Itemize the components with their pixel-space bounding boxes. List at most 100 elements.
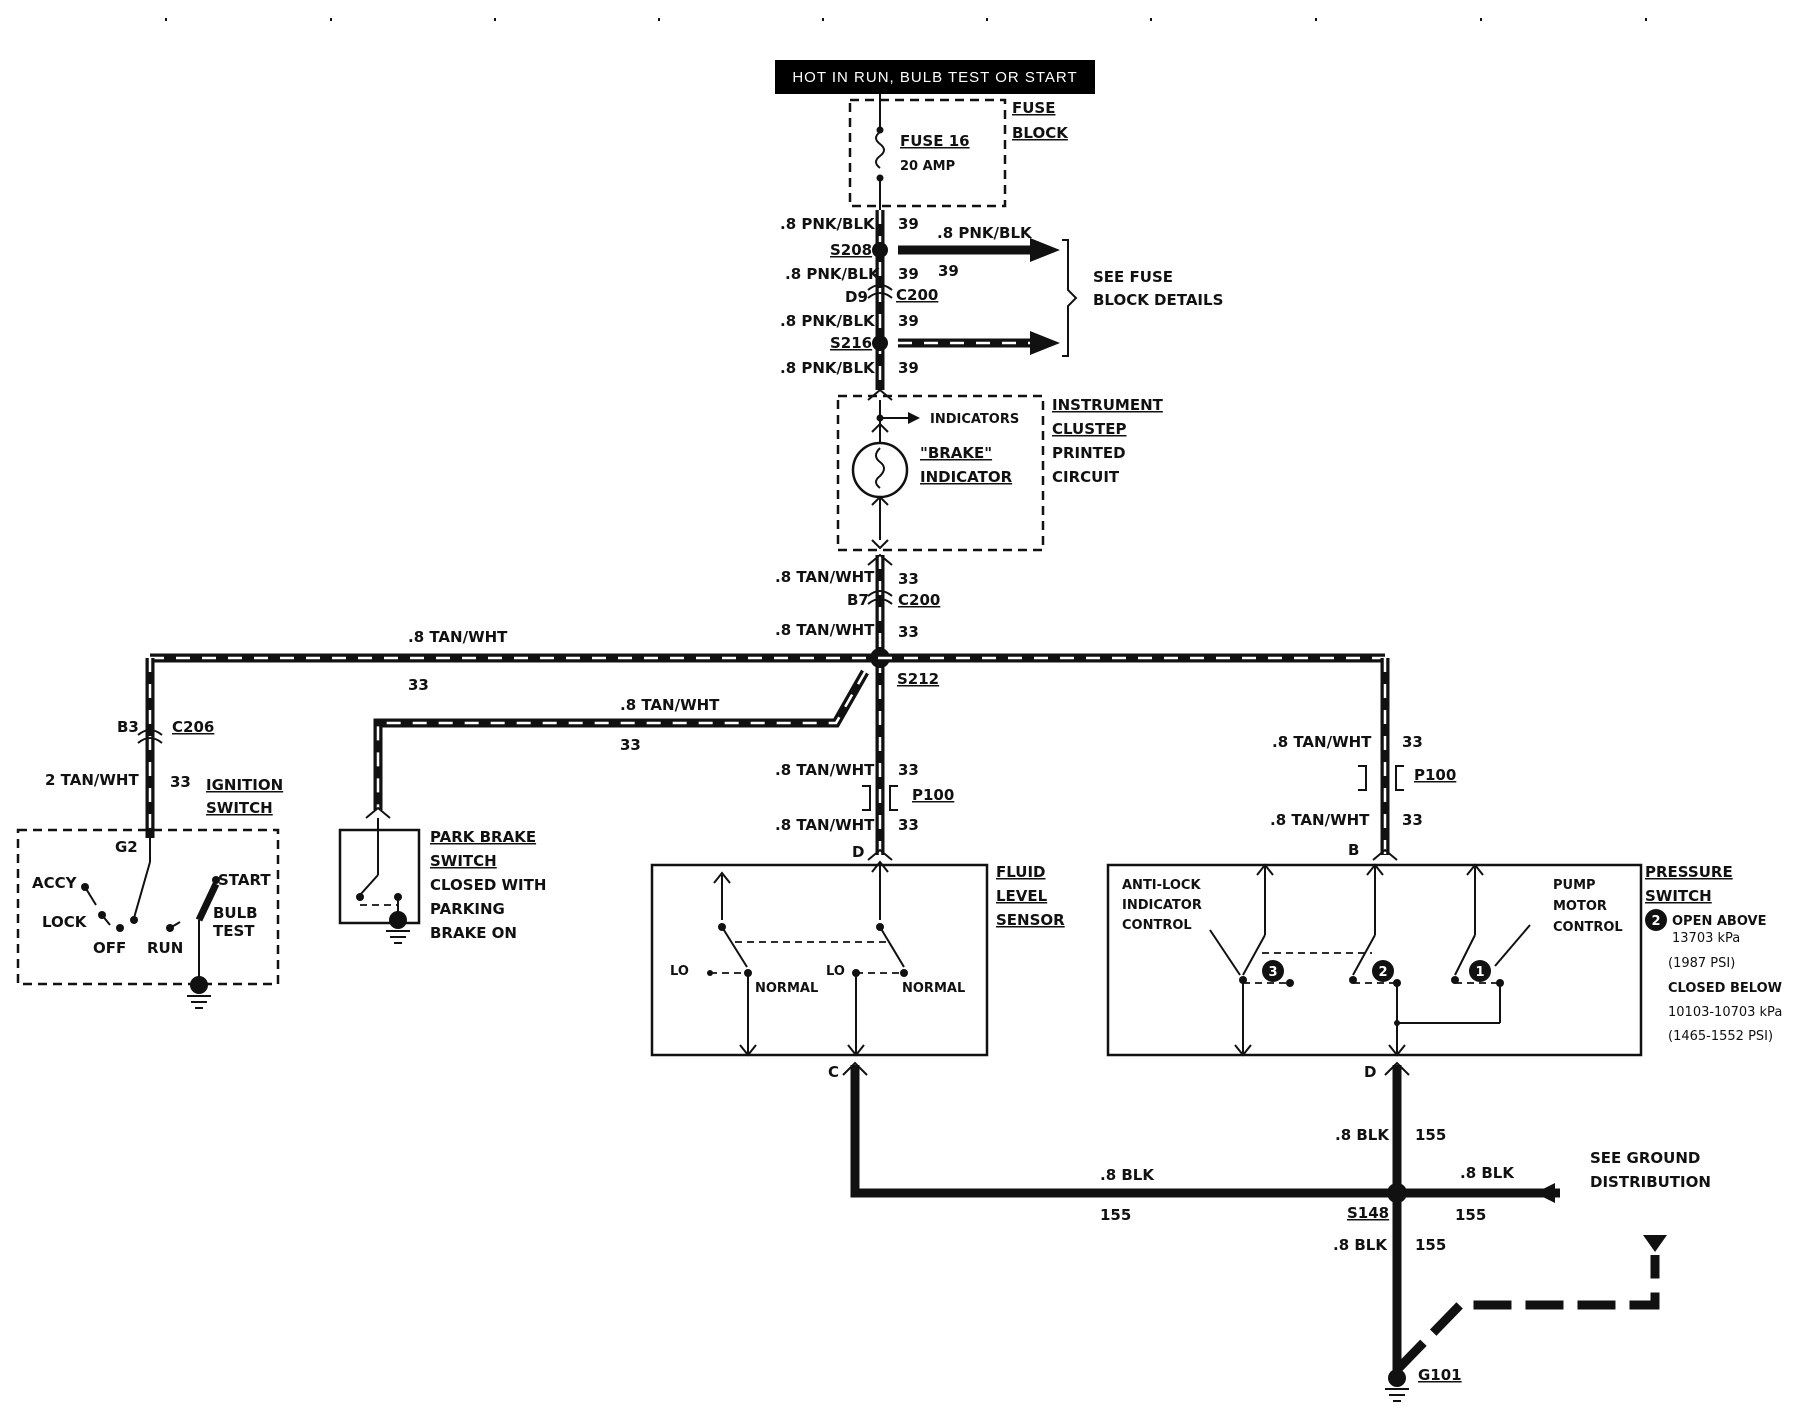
pump-pointer xyxy=(1494,924,1531,967)
antilock-label-2: INDICATOR xyxy=(1122,898,1202,913)
power-banner-text: HOT IN RUN, BULB TEST OR START xyxy=(792,69,1077,86)
test-label: TEST xyxy=(213,922,255,940)
see-fuse-line2: BLOCK DETAILS xyxy=(1093,291,1223,309)
splice-s148-label: S148 xyxy=(1347,1204,1389,1222)
pump-label-2: MOTOR xyxy=(1553,899,1607,914)
pump-label-1: PUMP xyxy=(1553,878,1596,893)
tan-circuit-label-1: 33 xyxy=(898,570,919,588)
pressure-marker-1 xyxy=(1469,960,1491,982)
brake-indicator-line2: INDICATOR xyxy=(920,468,1013,486)
splice-s208-dot xyxy=(872,242,888,258)
fluid-pin-c: C xyxy=(828,1063,839,1081)
ignition-switch: IGNITION SWITCH G2 ACCY LOCK OFF RUN STA… xyxy=(16,776,283,1009)
blk-circuit-label-2: 155 xyxy=(1100,1206,1131,1224)
off-label: OFF xyxy=(93,939,126,957)
splice-s216-label: S216 xyxy=(830,334,872,352)
pressure-marker-2 xyxy=(1372,960,1394,982)
tan-wire-label-2: .8 TAN/WHT xyxy=(775,621,875,639)
tan-wire-label-3: .8 TAN/WHT xyxy=(775,761,875,779)
pressure-note-3: (1987 PSI) xyxy=(1668,956,1735,971)
splice-s216-dot xyxy=(872,335,888,351)
fuse-block-title-2: BLOCK xyxy=(1012,124,1069,142)
instrument-cluster: INDICATORS "BRAKE" INDICATOR INSTRUMENT … xyxy=(836,394,1164,552)
fuse-symbol xyxy=(875,131,885,169)
pump-label-3: CONTROL xyxy=(1553,920,1623,935)
circuit-39-label-2: 39 xyxy=(898,265,919,283)
tan-circuit-label-3: 33 xyxy=(898,761,919,779)
connector-c200-label-2: C200 xyxy=(898,591,940,609)
see-fuse-line1: SEE FUSE xyxy=(1093,268,1173,286)
lo-label-2: LO xyxy=(826,964,845,979)
pressure-marker-3 xyxy=(1262,960,1284,982)
park-brake-title-2: SWITCH xyxy=(430,852,497,870)
fuse-label: FUSE 16 xyxy=(900,132,970,150)
park-brake-switch: PARK BRAKE SWITCH CLOSED WITH PARKING BR… xyxy=(338,818,546,944)
svg-text:2: 2 xyxy=(1651,914,1660,929)
fluid-title-3: SENSOR xyxy=(996,911,1065,929)
connector-c206-label: C206 xyxy=(172,718,214,736)
svg-text:2: 2 xyxy=(1378,965,1387,980)
normal-label-2: NORMAL xyxy=(902,981,965,996)
tan-circuit-label-park: 33 xyxy=(620,736,641,754)
pressure-note-1: OPEN ABOVE xyxy=(1672,914,1766,929)
tan-wire-label-park: .8 TAN/WHT xyxy=(620,696,720,714)
tan-circuit-label-ign: 33 xyxy=(170,773,191,791)
circuit-39-label-1: 39 xyxy=(898,215,919,233)
splice-s208-label: S208 xyxy=(830,241,872,259)
tan-circuit-label-6: 33 xyxy=(1402,811,1423,829)
blk-wire-label-1: .8 BLK xyxy=(1335,1126,1390,1144)
arrow-s208-branch xyxy=(1030,238,1060,262)
fuse-block-title-1: FUSE xyxy=(1012,99,1055,117)
svg-text:1: 1 xyxy=(1475,965,1484,980)
pin-b7-label: B7 xyxy=(847,591,869,609)
pressure-switch: 3 2 1 ANTI-LOCK INDICATOR CONTROL PUMP M… xyxy=(1106,841,1782,1081)
wire-label-branch: .8 PNK/BLK xyxy=(937,224,1033,242)
cluster-title-3: PRINTED xyxy=(1052,444,1126,462)
circuit-39-branch: 39 xyxy=(938,262,959,280)
bulb-label: BULB xyxy=(213,904,258,922)
normal-label-1: NORMAL xyxy=(755,981,818,996)
cluster-title-1: INSTRUMENT xyxy=(1052,396,1164,414)
cluster-title-2: CLUSTEP xyxy=(1052,420,1127,438)
wire-label-1: .8 PNK/BLK xyxy=(780,215,876,233)
connector-p100-label-2: P100 xyxy=(1414,766,1456,784)
accy-label: ACCY xyxy=(32,874,78,892)
ground-dist-arrow xyxy=(1535,1183,1555,1203)
connector-c200-label-1: C200 xyxy=(896,286,938,304)
fluid-title-2: LEVEL xyxy=(996,887,1048,905)
antilock-label-1: ANTI-LOCK xyxy=(1122,878,1201,893)
tan-wire-label-1: .8 TAN/WHT xyxy=(775,568,875,586)
power-banner: HOT IN RUN, BULB TEST OR START xyxy=(775,60,1095,94)
ground-g101-label: G101 xyxy=(1418,1366,1462,1384)
blk-wire-label-2: .8 BLK xyxy=(1100,1166,1155,1184)
tan-wht-circuit: .8 TAN/WHT 33 B7 C200 .8 TAN/WHT 33 .8 T… xyxy=(45,553,1456,861)
splice-s212-label: S212 xyxy=(897,670,939,688)
lock-label: LOCK xyxy=(42,913,88,931)
blk-wire-label-4: .8 BLK xyxy=(1333,1236,1388,1254)
pressure-note-2: 13703 kPa xyxy=(1672,931,1740,946)
lo-label-1: LO xyxy=(670,964,689,979)
splice-s148-dot xyxy=(1387,1183,1407,1203)
indicators-arrow xyxy=(908,412,920,424)
antilock-pointer xyxy=(1209,929,1241,976)
connector-c200-d9-symbol xyxy=(867,284,893,291)
see-ground-line1: SEE GROUND xyxy=(1590,1149,1700,1167)
ground-arrow-symbol xyxy=(1643,1235,1667,1252)
wire-label-4: .8 PNK/BLK xyxy=(780,359,876,377)
ignition-title-2: SWITCH xyxy=(206,799,273,817)
pressure-note-5: 10103-10703 kPa xyxy=(1668,1005,1782,1020)
pin-b3-label: B3 xyxy=(117,718,139,736)
note-marker-2 xyxy=(1645,909,1667,931)
pin-d9-label: D9 xyxy=(845,288,868,306)
tan-wire-label-ign: 2 TAN/WHT xyxy=(45,771,139,789)
ground-circuit: .8 BLK 155 .8 BLK 155 .8 BLK 155 S148 .8… xyxy=(842,1061,1711,1402)
tan-wire-label-6: .8 TAN/WHT xyxy=(1270,811,1370,829)
cluster-title-4: CIRCUIT xyxy=(1052,468,1120,486)
pnk-blk-feed: .8 PNK/BLK 39 S208 .8 PNK/BLK 39 .8 PNK/… xyxy=(780,210,1223,401)
park-brake-note-1: CLOSED WITH xyxy=(430,876,546,894)
brake-indicator-line1: "BRAKE" xyxy=(920,444,992,462)
fluid-level-sensor: LO NORMAL LO NORMAL D C FLUID LEVEL SENS… xyxy=(650,843,1065,1081)
circuit-39-label-4: 39 xyxy=(898,359,919,377)
blk-circuit-label-1: 155 xyxy=(1415,1126,1446,1144)
connector-p100-label-1: P100 xyxy=(912,786,954,804)
